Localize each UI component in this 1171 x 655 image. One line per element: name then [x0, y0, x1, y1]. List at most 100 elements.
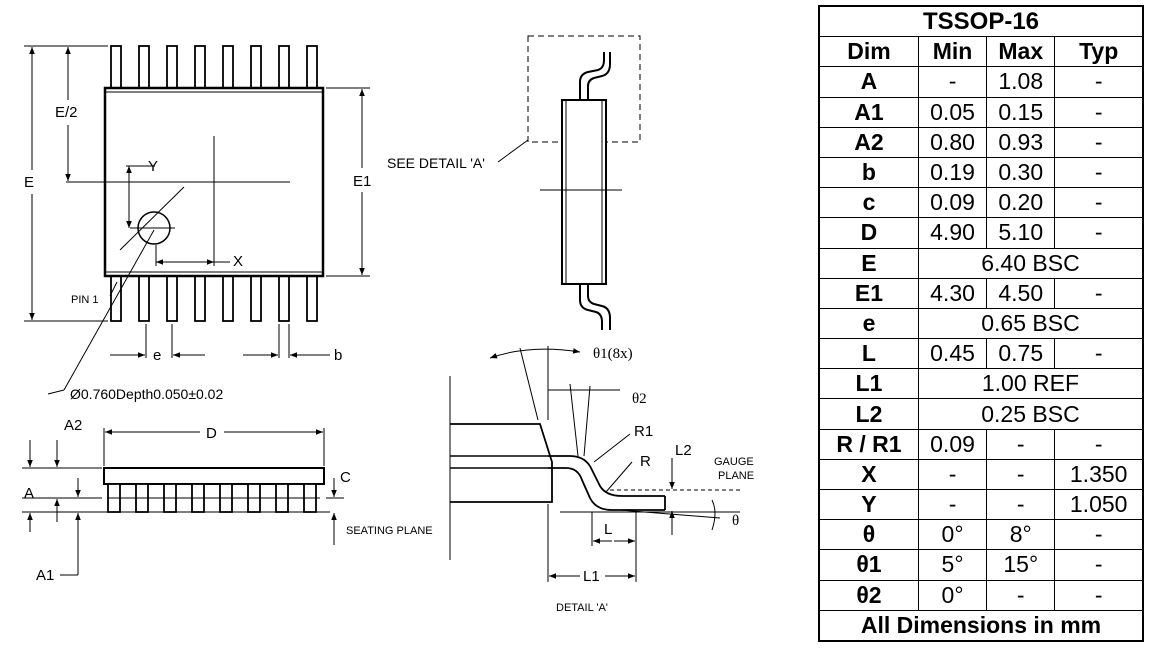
header-min: Min: [917, 36, 988, 68]
a-label: A: [24, 485, 34, 502]
typ-cell: -: [1054, 579, 1144, 611]
min-cell: 0.09: [917, 428, 988, 460]
hole-note: Ø0.760Depth0.050±0.02: [70, 386, 223, 402]
dim-cell: L1: [818, 368, 919, 400]
header-typ: Typ: [1054, 36, 1144, 68]
see-detail-label: SEE DETAIL 'A': [387, 155, 485, 171]
typ-cell: -: [1054, 519, 1144, 551]
typ-cell: 1.350: [1054, 458, 1144, 491]
typ-cell: -: [1054, 126, 1144, 158]
e-half-label: E/2: [55, 104, 78, 121]
max-cell: 1.08: [986, 66, 1056, 98]
dim-cell: A: [818, 66, 919, 98]
table-row: Y--1.050: [818, 488, 1144, 521]
dim-cell: b: [818, 156, 919, 189]
c-label: C: [340, 469, 351, 486]
gauge-label-2: PLANE: [718, 470, 754, 482]
min-cell: 0.05: [917, 96, 988, 128]
max-cell: 0.30: [986, 156, 1056, 189]
table-row: A-1.08-: [818, 66, 1144, 98]
max-cell: -: [986, 488, 1056, 521]
detail-a-view: θ1(8x) θ2 R1 R L2 GAUGE PLANE θ L L1 DET…: [449, 346, 754, 614]
max-cell: 0.20: [986, 187, 1056, 219]
dim-cell: θ: [818, 519, 919, 551]
top-leads: [110, 45, 318, 89]
typ-cell: -: [1054, 156, 1144, 189]
dim-cell: D: [818, 217, 919, 249]
bottom-leads: [110, 273, 318, 322]
min-cell: -: [917, 458, 988, 491]
dim-cell: R / R1: [818, 428, 919, 460]
gauge-label-1: GAUGE: [714, 456, 754, 468]
min-cell: 0.09: [917, 187, 988, 219]
top-view: Y X E E/2 E1 PIN 1 e b: [24, 45, 371, 402]
dim-cell: c: [818, 187, 919, 219]
dim-cell: θ2: [818, 579, 919, 611]
detail-a-label: DETAIL 'A': [556, 602, 608, 614]
theta1-label: θ1(8x): [593, 346, 633, 362]
max-cell: 0.75: [986, 338, 1056, 370]
lead-width-label: b: [334, 347, 342, 364]
theta2-label: θ2: [632, 391, 647, 407]
value-span-cell: 6.40 BSC: [917, 247, 1144, 279]
r-label: R: [640, 453, 651, 470]
dim-cell: E: [818, 247, 919, 279]
min-cell: -: [917, 66, 988, 98]
max-cell: -: [986, 579, 1056, 611]
seating-plane-label: SEATING PLANE: [346, 525, 433, 537]
dim-cell: X: [818, 458, 919, 491]
y-label: Y: [148, 158, 158, 175]
pitch-label: e: [153, 347, 161, 364]
min-cell: 5°: [917, 549, 988, 581]
e-label: E: [24, 174, 34, 191]
l2-label: L2: [675, 442, 692, 459]
value-span-cell: 1.00 REF: [917, 368, 1144, 400]
max-cell: 5.10: [986, 217, 1056, 249]
min-cell: 4.30: [917, 277, 988, 309]
min-cell: 0.19: [917, 156, 988, 189]
x-label: X: [233, 253, 243, 270]
table-title: TSSOP-16: [818, 5, 1144, 38]
min-cell: 0°: [917, 579, 988, 611]
a2-label: A2: [64, 417, 82, 434]
typ-cell: -: [1054, 96, 1144, 128]
typ-cell: -: [1054, 277, 1144, 309]
typ-cell: -: [1054, 549, 1144, 581]
typ-cell: -: [1054, 66, 1144, 98]
max-cell: 0.15: [986, 96, 1056, 128]
pin1-label: PIN 1: [71, 294, 99, 306]
l-label: L: [604, 521, 612, 538]
header-max: Max: [986, 36, 1056, 68]
table-footer: All Dimensions in mm: [818, 609, 1144, 642]
side-end-view: SEE DETAIL 'A': [387, 35, 641, 330]
d-label: D: [206, 425, 217, 442]
min-cell: 0°: [917, 519, 988, 551]
typ-cell: -: [1054, 217, 1144, 249]
min-cell: 0.45: [917, 338, 988, 370]
theta-label: θ: [732, 513, 739, 529]
min-cell: 4.90: [917, 217, 988, 249]
dim-cell: θ1: [818, 549, 919, 581]
header-dim: Dim: [818, 36, 919, 68]
table-row: X--1.350: [818, 458, 1144, 491]
a1-label: A1: [36, 567, 54, 584]
max-cell: 15°: [986, 549, 1056, 581]
dim-cell: L: [818, 338, 919, 370]
max-cell: -: [986, 428, 1056, 460]
min-cell: -: [917, 488, 988, 521]
r1-label: R1: [634, 423, 653, 440]
l1-label: L1: [583, 568, 600, 585]
